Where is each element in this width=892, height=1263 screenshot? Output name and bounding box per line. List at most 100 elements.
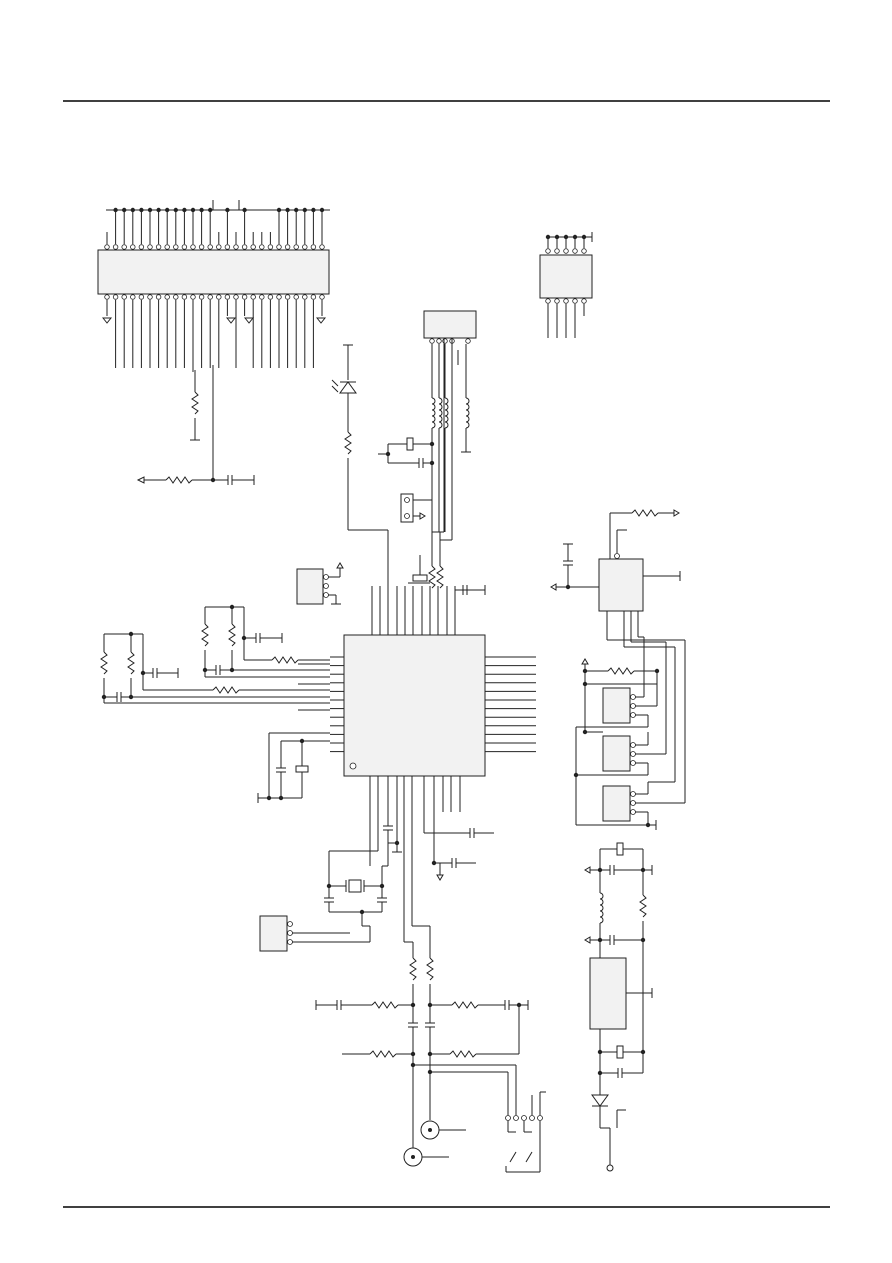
connector-pin — [436, 338, 442, 344]
ic-top-wiring — [408, 338, 486, 595]
connector-pin — [267, 294, 274, 300]
rectifier-diode — [591, 1094, 609, 1107]
header-pin — [572, 298, 578, 304]
regulator-body — [598, 558, 644, 612]
connector-pin — [233, 294, 239, 300]
header-5pin-body — [539, 254, 593, 299]
main-ic — [330, 586, 486, 812]
junction-dot — [311, 207, 316, 213]
inductor — [438, 397, 443, 429]
connector-pin — [241, 294, 248, 300]
connector-pin — [155, 294, 162, 300]
connector-pin — [130, 294, 136, 300]
junction-dot — [225, 207, 230, 213]
connector-pin — [465, 338, 471, 344]
capacitor — [412, 574, 428, 582]
resistor — [212, 686, 240, 694]
connector-pin — [112, 294, 119, 300]
connector-pin — [138, 244, 145, 250]
connector-pin — [293, 294, 299, 300]
header-pin — [572, 248, 578, 254]
connector-pin — [173, 244, 179, 250]
resistor — [639, 894, 647, 918]
connector-pin — [233, 244, 239, 250]
connector-pin — [310, 244, 317, 250]
junction-dot — [554, 234, 560, 240]
connector-pin — [284, 294, 291, 300]
connector-pin — [104, 244, 110, 250]
junction-dot — [122, 207, 127, 213]
connector-pin — [173, 294, 179, 300]
led-diode — [339, 381, 357, 394]
connector-pin — [207, 294, 213, 300]
junction-dot — [165, 207, 170, 213]
connector-pin — [155, 244, 162, 250]
resistor — [127, 651, 135, 675]
header-5pin — [539, 232, 593, 338]
junction-dot — [294, 207, 299, 213]
connector-pin — [164, 294, 170, 300]
small-connector-body — [423, 310, 477, 339]
resistor — [228, 623, 236, 647]
connector-pin — [302, 294, 308, 300]
three-pin-body — [296, 568, 324, 605]
connector-pin — [442, 338, 448, 344]
connector-pin — [198, 244, 205, 250]
top-connector-pins — [104, 207, 325, 250]
connector-pin — [164, 244, 170, 250]
resistor — [451, 1001, 479, 1009]
logic-chips — [573, 636, 686, 830]
resistor — [201, 623, 209, 647]
connector-pin — [216, 294, 222, 300]
connector-pin — [138, 294, 145, 300]
capacitor — [616, 842, 624, 856]
connector-pin — [121, 244, 127, 250]
resistor — [449, 1050, 477, 1058]
resistor — [631, 509, 659, 517]
resistor — [369, 1050, 397, 1058]
three-pin-block-lower — [259, 915, 288, 952]
inductor — [465, 397, 470, 429]
junction-dot — [199, 207, 204, 213]
connector-pin — [250, 294, 256, 300]
jumper — [400, 493, 414, 523]
headphone-jack — [505, 1091, 546, 1173]
logic-chip-1 — [602, 687, 631, 724]
connector-pin — [224, 294, 231, 300]
connector-pin — [190, 294, 196, 300]
connector-pin — [216, 244, 222, 250]
junction-dot — [563, 234, 569, 240]
lower-left-caps — [257, 732, 330, 803]
resistor — [344, 431, 352, 455]
junction-dot — [285, 207, 290, 213]
junction-dot — [173, 207, 178, 213]
ground-symbol — [315, 317, 327, 324]
header-pin — [545, 298, 551, 304]
header-pin — [563, 248, 569, 254]
three-pin-block-top — [296, 562, 344, 605]
junction-dot — [276, 207, 282, 213]
bottom-connector-pins — [104, 294, 325, 372]
junction-dot — [302, 207, 307, 213]
resistor — [165, 476, 193, 484]
junction-dot — [572, 234, 578, 240]
connector-pin — [276, 294, 282, 300]
connector-pin — [319, 244, 325, 250]
connector-pin — [181, 294, 188, 300]
connector-pin — [224, 244, 231, 250]
ground-symbol — [101, 317, 113, 324]
header-pin — [581, 248, 587, 254]
connector-pin — [293, 244, 299, 250]
connector-pin — [276, 244, 282, 250]
top-connector — [97, 200, 330, 485]
connector-pin — [267, 244, 274, 250]
left-network — [100, 604, 330, 711]
connector-pin — [121, 294, 127, 300]
resistor — [409, 957, 417, 981]
regulator-section — [550, 509, 681, 647]
connector-pin — [190, 244, 196, 250]
inductor — [444, 397, 449, 429]
junction-dot — [190, 207, 196, 213]
resistor — [371, 1001, 399, 1009]
